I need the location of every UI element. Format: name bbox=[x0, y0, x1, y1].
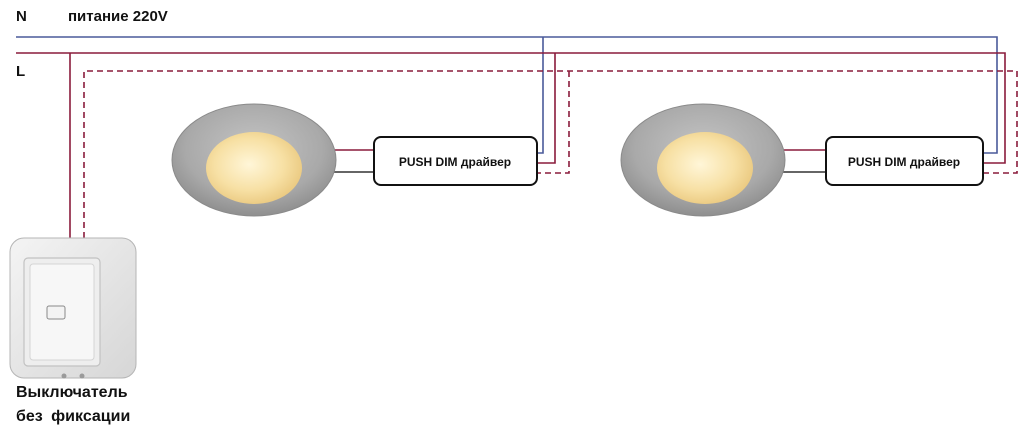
switch-caption-line1: Выключатель bbox=[16, 384, 128, 401]
lamp-output-wire bbox=[333, 149, 826, 173]
live-wire bbox=[16, 52, 1006, 248]
driver-box: PUSH DIM драйвер bbox=[373, 136, 538, 186]
push-switch-icon bbox=[9, 237, 137, 379]
neutral-wire bbox=[16, 36, 998, 154]
downlight-icon bbox=[171, 103, 337, 217]
driver-label: PUSH DIM драйвер bbox=[848, 155, 960, 169]
driver-label: PUSH DIM драйвер bbox=[399, 155, 511, 169]
switch-caption-line2: без фиксации bbox=[16, 408, 131, 425]
live-label: L bbox=[16, 63, 26, 80]
supply-label: питание 220V bbox=[68, 8, 168, 25]
downlight-icon bbox=[620, 103, 786, 217]
neutral-label: N bbox=[16, 8, 27, 25]
driver-box: PUSH DIM драйвер bbox=[825, 136, 984, 186]
control-wire bbox=[83, 70, 1018, 248]
